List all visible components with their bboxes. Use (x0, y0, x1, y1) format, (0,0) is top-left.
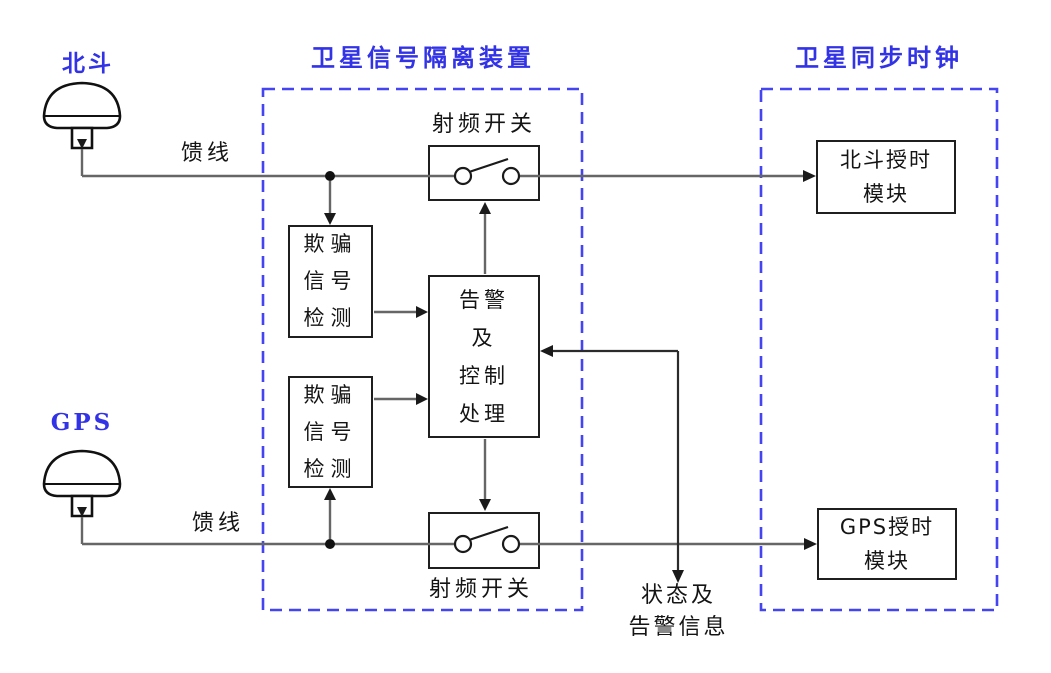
junction-dot-top (325, 171, 335, 181)
rf-switch-label-top: 射频开关 (431, 112, 536, 137)
arrowhead-into-gps-module (804, 538, 817, 550)
arrowhead-into-detect-top (324, 213, 336, 225)
arrowhead-into-control-right (540, 345, 553, 357)
rf-switch-label-bottom: 射频开关 (428, 577, 533, 602)
isolation-device-title: 卫星信号隔离装置 (311, 44, 535, 72)
feed-line-label-bottom: 馈线 (191, 511, 244, 536)
gps-antenna-label: GPS (50, 409, 114, 436)
arrowhead-detect-bottom-to-control (416, 393, 428, 405)
rf-switch-box-top (428, 145, 540, 201)
spoof-detect-box-bottom: 欺骗 信号 检测 (288, 376, 373, 488)
arrowhead-into-switch-top (479, 202, 491, 214)
gps-timing-module-box: GPS授时 模块 (817, 508, 957, 580)
rf-switch-box-bottom (428, 512, 540, 569)
feed-line-label-top: 馈线 (180, 141, 233, 166)
status-alarm-output-label: 状态及 告警信息 (628, 583, 729, 640)
arrowhead-detect-top-to-control (416, 306, 428, 318)
spoof-detect-box-top: 欺骗 信号 检测 (288, 225, 373, 338)
arrowhead-into-beidou-module (803, 170, 816, 182)
alarm-control-box: 告警 及 控制 处理 (428, 275, 540, 438)
arrowhead-into-detect-bottom (324, 488, 336, 500)
beidou-antenna-icon (42, 81, 122, 150)
junction-dot-bottom (325, 539, 335, 549)
arrowhead-into-switch-bottom (479, 499, 491, 511)
gps-antenna-icon (42, 449, 122, 518)
beidou-antenna-label: 北斗 (62, 51, 114, 77)
sync-clock-title: 卫星同步时钟 (795, 44, 963, 72)
beidou-timing-module-box: 北斗授时 模块 (816, 140, 956, 214)
